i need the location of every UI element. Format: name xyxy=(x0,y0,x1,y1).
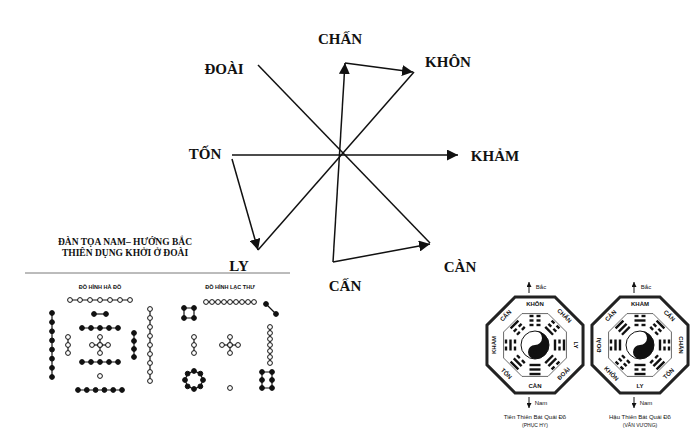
north-label: Bắc xyxy=(536,284,546,291)
bagua-octagon xyxy=(487,282,583,408)
south-arrow xyxy=(634,397,635,408)
north-arrow xyxy=(529,282,530,293)
south-label: Nam xyxy=(640,400,653,407)
axis-line xyxy=(258,65,430,243)
trigram-symbol xyxy=(555,340,564,351)
heading: ĐÀN TỌA NAM– HƯỚNG BẮC THIÊN DỤNG KHỞI Ở… xyxy=(48,237,203,259)
trigram-symbol xyxy=(616,355,630,369)
trigram-name: LY xyxy=(636,383,643,390)
trigram-symbol xyxy=(506,340,515,351)
trigram-symbol xyxy=(530,316,541,325)
octagon-outline xyxy=(487,297,583,393)
trigram-name: KHẢM xyxy=(491,336,498,354)
north-arrow xyxy=(634,282,635,293)
north-label: Bắc xyxy=(641,284,651,291)
trigram-name: CẤN xyxy=(499,309,513,323)
trigram-name: CẤN xyxy=(662,309,676,323)
chart-title: Tiên Thiên Bát Quái Đồ xyxy=(504,414,566,421)
bagua-octagon xyxy=(592,282,688,408)
trigram-name: KHẢM xyxy=(471,148,519,165)
trigram-name: TỐN xyxy=(499,367,513,381)
trigram-name: ĐOÀI xyxy=(596,338,603,353)
trigram-name: CHẤN xyxy=(678,336,685,353)
ha-do-figure xyxy=(50,298,153,393)
axis-line xyxy=(258,72,414,250)
figure-caption: ĐỒ HÌNH LẠC THƯ xyxy=(205,284,254,290)
trigram-name: CHẤN xyxy=(555,307,572,324)
south-arrow xyxy=(529,397,530,408)
trigram-symbol xyxy=(545,355,559,369)
divider-line xyxy=(25,273,290,274)
trigram-symbol xyxy=(545,321,559,335)
trigram-symbol xyxy=(511,321,525,335)
octagon-inner xyxy=(609,314,672,377)
yin-yang xyxy=(521,331,549,359)
trigram-symbol xyxy=(611,340,620,351)
trigram-symbol xyxy=(635,316,646,325)
trigram-symbol xyxy=(530,365,541,374)
trigram-name: ĐOÀI xyxy=(556,366,571,381)
trigram-name: LY xyxy=(229,258,248,275)
trigram-name: LY xyxy=(573,341,580,348)
trigram-symbol xyxy=(635,365,646,374)
figure-caption: ĐỒ HÌNH HÀ ĐỒ xyxy=(79,284,121,290)
trigram-symbol xyxy=(616,321,630,335)
trigram-name: KHÔN xyxy=(602,365,619,382)
arrow-line xyxy=(232,159,258,250)
bagua-figures xyxy=(487,282,688,408)
trigram-symbol xyxy=(511,355,525,369)
chart-subtitle: (VĂN VƯƠNG) xyxy=(623,423,657,429)
trigram-name: TỐN xyxy=(189,146,222,163)
chart-subtitle: (PHỤC HY) xyxy=(522,423,548,429)
trigram-name: CẤN xyxy=(329,278,362,295)
trigram-symbol xyxy=(660,340,669,351)
yin-yang xyxy=(626,331,654,359)
trigram-symbol xyxy=(650,355,664,369)
chart-title: Hậu Thiên Bát Quái Đồ xyxy=(609,414,671,421)
trigram-name: CÀN xyxy=(444,259,477,276)
trigram-name: KHẢM xyxy=(631,301,649,308)
trigram-symbol xyxy=(650,321,664,335)
trigram-name: ĐOÀI xyxy=(204,61,243,78)
octagon-outline xyxy=(592,297,688,393)
south-label: Nam xyxy=(535,400,548,407)
trigram-name: CÀN xyxy=(604,309,618,323)
lac-thu-figure xyxy=(182,300,279,392)
arrow-line xyxy=(333,244,430,262)
arrow-line xyxy=(345,63,413,72)
trigram-name: CÀN xyxy=(529,383,542,390)
trigram-name: KHÔN xyxy=(526,301,544,308)
trigram-name: CHẤN xyxy=(318,31,362,48)
trigram-name: TỐN xyxy=(662,367,676,381)
octagon-inner xyxy=(504,314,567,377)
trigram-name: KHÔN xyxy=(425,54,471,71)
direction-star xyxy=(232,63,458,262)
